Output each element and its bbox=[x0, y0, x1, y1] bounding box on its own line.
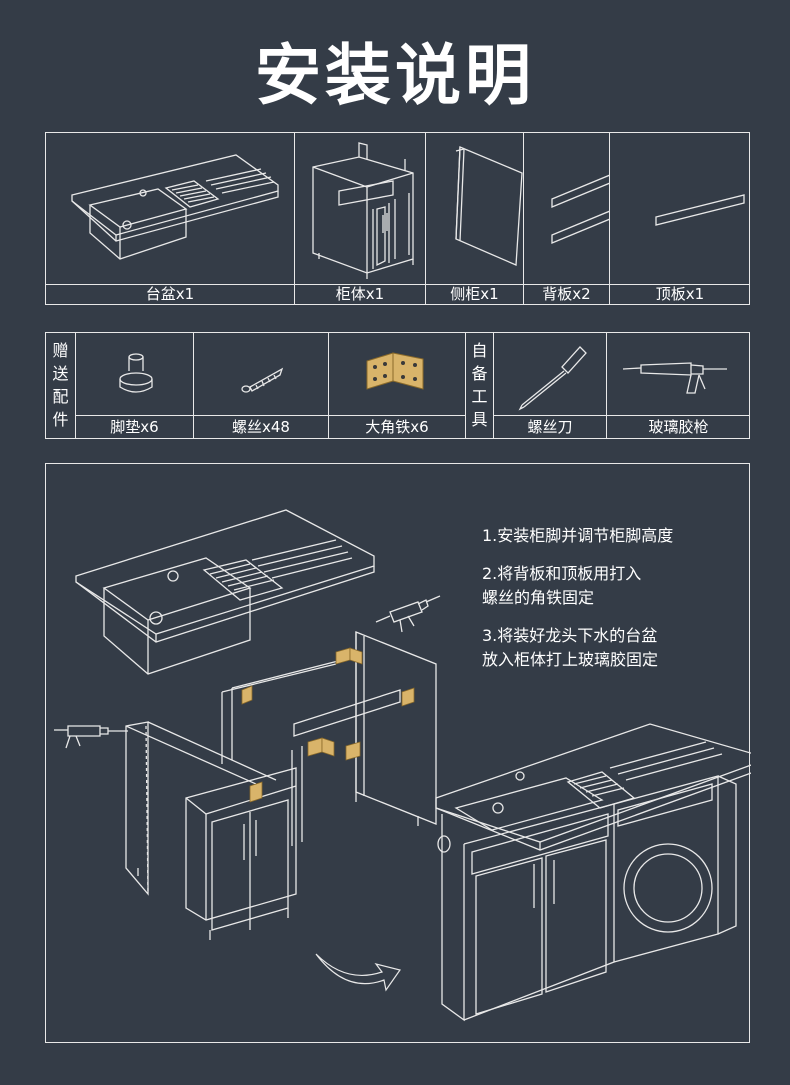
top-board-icon bbox=[655, 194, 745, 226]
part-cell-cabinet: 柜体x1 bbox=[295, 133, 426, 304]
sink-basin-icon bbox=[71, 154, 279, 260]
part-label: 侧柜x1 bbox=[426, 284, 523, 304]
gift-label: 大角铁x6 bbox=[329, 415, 465, 438]
gift-header: 赠 送 配 件 bbox=[46, 333, 76, 438]
exploded-cabinet-icon bbox=[125, 631, 437, 940]
glue-gun-right-icon bbox=[375, 595, 441, 633]
gift-label: 螺丝x48 bbox=[194, 415, 328, 438]
side-panel-icon bbox=[455, 146, 523, 266]
tools-header: 自 备 工 具 bbox=[466, 333, 494, 438]
step-1: 1.安装柜脚并调节柜脚高度 bbox=[482, 526, 674, 545]
gift-cell-screw: 螺丝x48 bbox=[194, 333, 329, 438]
step-3: 3.将装好龙头下水的台盆 放入柜体打上玻璃胶固定 bbox=[482, 626, 659, 669]
back-board-icon bbox=[551, 174, 610, 244]
part-cell-back: 背板x2 bbox=[524, 133, 610, 304]
bracket-marks bbox=[241, 647, 415, 803]
gift-cell-foot: 脚垫x6 bbox=[76, 333, 194, 438]
cabinet-body-icon bbox=[312, 142, 414, 279]
part-cell-sink: 台盆x1 bbox=[46, 133, 295, 304]
gift-header-text: 赠 送 配 件 bbox=[52, 341, 69, 429]
tools-header-text: 自 备 工 具 bbox=[471, 341, 488, 429]
glue-gun-left-icon bbox=[54, 725, 128, 749]
step-2: 2.将背板和顶板用打入 螺丝的角铁固定 bbox=[482, 564, 642, 607]
part-label: 台盆x1 bbox=[46, 284, 294, 304]
instruction-board: 1.安装柜脚并调节柜脚高度 2.将背板和顶板用打入 螺丝的角铁固定 3.将装好龙… bbox=[45, 463, 751, 1043]
gift-label: 脚垫x6 bbox=[76, 415, 193, 438]
screwdriver-icon bbox=[518, 346, 587, 411]
arrow-icon bbox=[315, 953, 401, 992]
assembly-diagram bbox=[54, 509, 751, 1022]
page-title: 安装说明 bbox=[255, 37, 535, 114]
glue-gun-icon bbox=[622, 362, 727, 394]
screw-icon bbox=[241, 367, 284, 393]
instruction-steps: 1.安装柜脚并调节柜脚高度 2.将背板和顶板用打入 螺丝的角铁固定 3.将装好龙… bbox=[482, 524, 744, 686]
angle-bracket-icon bbox=[366, 352, 424, 390]
assembled-cabinet-icon bbox=[435, 723, 751, 1022]
tool-cell-gluegun: 玻璃胶枪 bbox=[607, 333, 750, 438]
exploded-sink-icon bbox=[75, 509, 375, 675]
part-label: 顶板x1 bbox=[610, 284, 750, 304]
tool-cell-screwdriver: 螺丝刀 bbox=[494, 333, 607, 438]
part-label: 柜体x1 bbox=[295, 284, 425, 304]
tool-label: 玻璃胶枪 bbox=[607, 415, 750, 438]
part-label: 背板x2 bbox=[524, 284, 609, 304]
part-cell-side: 侧柜x1 bbox=[426, 133, 524, 304]
parts-table: 台盆x1 柜体x1 侧柜x1 bbox=[45, 132, 750, 305]
accessories-table: 赠 送 配 件 脚垫x6 螺丝x48 bbox=[45, 332, 750, 439]
part-cell-top: 顶板x1 bbox=[610, 133, 750, 304]
foot-pad-icon bbox=[119, 353, 153, 393]
gift-cell-bracket: 大角铁x6 bbox=[329, 333, 466, 438]
tool-label: 螺丝刀 bbox=[494, 415, 606, 438]
